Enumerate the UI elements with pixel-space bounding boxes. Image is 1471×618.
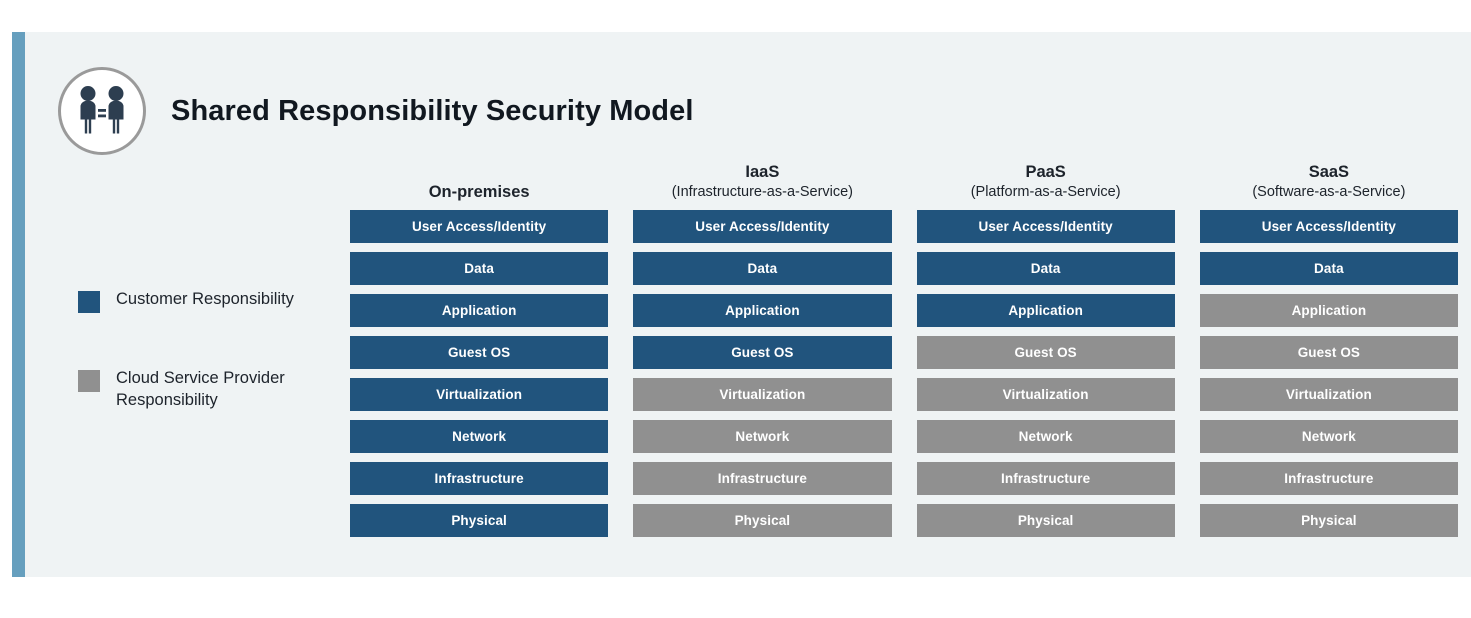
layer-cell: Infrastructure bbox=[633, 462, 892, 495]
column-saas: SaaS (Software-as-a-Service) User Access… bbox=[1199, 160, 1458, 537]
column-on-premises: On-premises User Access/Identity Data Ap… bbox=[350, 160, 609, 537]
layer-cell: Application bbox=[633, 294, 892, 327]
column-title-saas: SaaS bbox=[1308, 163, 1350, 181]
column-title-on-premises: On-premises bbox=[428, 183, 530, 201]
layer-cell: Physical bbox=[350, 504, 609, 537]
responsibility-matrix: On-premises User Access/Identity Data Ap… bbox=[350, 160, 1458, 537]
legend-item-provider: Cloud Service Provider Responsibility bbox=[78, 367, 328, 411]
layer-cell: Data bbox=[1199, 252, 1458, 285]
layer-cell: Virtualization bbox=[916, 378, 1175, 411]
legend-swatch-provider bbox=[78, 370, 100, 392]
column-iaas: IaaS (Infrastructure-as-a-Service) User … bbox=[633, 160, 892, 537]
layer-cell: Application bbox=[350, 294, 609, 327]
legend-label-provider: Cloud Service Provider Responsibility bbox=[116, 369, 285, 409]
legend-label-customer: Customer Responsibility bbox=[116, 290, 294, 308]
column-subtitle-paas: (Platform-as-a-Service) bbox=[970, 184, 1121, 200]
layer-cell: Application bbox=[1199, 294, 1458, 327]
layer-cell: Physical bbox=[633, 504, 892, 537]
layer-cell: User Access/Identity bbox=[350, 210, 609, 243]
column-header-paas: PaaS (Platform-as-a-Service) bbox=[917, 160, 1175, 210]
layer-cell: Infrastructure bbox=[1199, 462, 1458, 495]
layer-cell: Data bbox=[350, 252, 609, 285]
column-title-paas: PaaS bbox=[1025, 163, 1066, 181]
layer-cell: Physical bbox=[916, 504, 1175, 537]
layer-cell: Data bbox=[633, 252, 892, 285]
column-header-on-premises: On-premises bbox=[350, 160, 608, 210]
layer-cell: Application bbox=[916, 294, 1175, 327]
column-subtitle-saas: (Software-as-a-Service) bbox=[1252, 184, 1406, 200]
layer-cell: Guest OS bbox=[1199, 336, 1458, 369]
layer-cell: Network bbox=[916, 420, 1175, 453]
layer-cell: Physical bbox=[1199, 504, 1458, 537]
layer-cell: Network bbox=[1199, 420, 1458, 453]
legend-swatch-customer bbox=[78, 291, 100, 313]
left-accent-bar bbox=[12, 32, 25, 577]
layer-cell: Network bbox=[633, 420, 892, 453]
layer-cell: Guest OS bbox=[633, 336, 892, 369]
page-title: Shared Responsibility Security Model bbox=[171, 94, 694, 127]
column-title-iaas: IaaS bbox=[745, 163, 780, 181]
layer-cell: Guest OS bbox=[916, 336, 1175, 369]
layer-cell: Infrastructure bbox=[350, 462, 609, 495]
column-header-saas: SaaS (Software-as-a-Service) bbox=[1200, 160, 1458, 210]
layer-cell: Infrastructure bbox=[916, 462, 1175, 495]
two-people-equals-icon bbox=[58, 67, 146, 155]
layer-cell: Virtualization bbox=[633, 378, 892, 411]
column-header-iaas: IaaS (Infrastructure-as-a-Service) bbox=[633, 160, 891, 210]
layer-cell: User Access/Identity bbox=[633, 210, 892, 243]
layer-cell: User Access/Identity bbox=[1199, 210, 1458, 243]
diagram-header: Shared Responsibility Security Model bbox=[58, 67, 694, 155]
column-paas: PaaS (Platform-as-a-Service) User Access… bbox=[916, 160, 1175, 537]
layer-cell: Network bbox=[350, 420, 609, 453]
layer-cell: Virtualization bbox=[1199, 378, 1458, 411]
column-subtitle-iaas: (Infrastructure-as-a-Service) bbox=[671, 184, 854, 200]
legend: Customer Responsibility Cloud Service Pr… bbox=[78, 288, 328, 465]
layer-cell: Virtualization bbox=[350, 378, 609, 411]
layer-cell: Data bbox=[916, 252, 1175, 285]
layer-cell: Guest OS bbox=[350, 336, 609, 369]
legend-item-customer: Customer Responsibility bbox=[78, 288, 328, 313]
layer-cell: User Access/Identity bbox=[916, 210, 1175, 243]
